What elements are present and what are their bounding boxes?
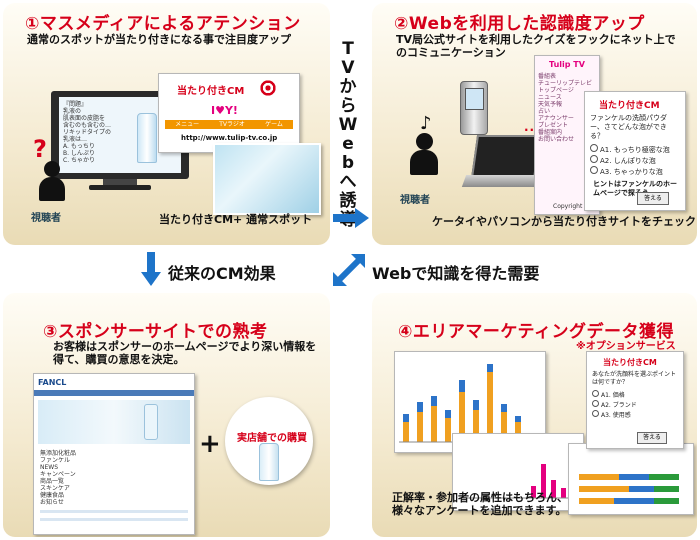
right-arrow-icon [333,208,369,228]
panel2-title: ②Webを利用した認識度アップ [394,14,645,34]
quiz-option-1[interactable]: A1. もっちり極密な泡 [590,144,685,155]
cm-card-title: 当たり付きCM [177,86,245,97]
panel4-subtitle: ※オプションサービス [576,341,676,352]
plus-sign: + [199,429,221,459]
quiz-card: 当たり付きCM ファンケルの洗顔パウダー、さてどんな泡ができる？ A1. もっち… [584,91,686,211]
person-silhouette-icon [39,161,65,201]
tv-quiz-text: 『問題』乳液の 肌表面の皮脂を含むのも含むの… リキッドタイプの乳液は… A. … [63,101,112,164]
report-line-chart [459,464,577,499]
quiz-title: 当たり付きCM [599,101,660,111]
quiz-options: A1. もっちり極密な泡 A2. しんぽりな泡 A3. ちゃっかりな泡 [590,144,685,177]
cm-photo [213,143,321,215]
person-silhouette-icon [410,133,438,175]
survey-option-3[interactable]: A3. 使用感 [592,410,683,420]
panel1-desc: 通常のスポットが当たり付きになる事で注目度アップ [27,33,291,46]
web-knowledge-demand-label: Webで知識を得た需要 [372,264,540,283]
survey-option-2[interactable]: A2. ブランド [592,400,683,410]
lotion-bottle-icon [144,404,158,440]
quiz-question: ファンケルの洗顔パウダー、さてどんな泡ができる？ [590,114,667,140]
music-note-icon: ♪ [420,113,432,134]
survey-question: あなたが洗顔料を選ぶポイントは何ですか？ [592,371,677,386]
panel-mass-media: ①マスメディアによるアテンション 通常のスポットが当たり付きになる事で注目度アッ… [3,3,330,245]
panel-web-recognition: ②Webを利用した認識度アップ TV局公式サイトを利用したクイズをフックにネット… [372,3,697,245]
target-icon [259,79,277,97]
mobile-site-lines: 番組表チューリップテレビ トップページニュース 天気予報占い アナウンサープレゼ… [538,73,593,143]
panel4-title: ④エリアマーケティングデータ獲得 [398,322,675,342]
quiz-answer-button[interactable]: 答える [637,192,669,205]
store-purchase-label: 実店舗での購買 [235,429,309,444]
mobile-phone-icon [460,81,488,135]
viewer1-label: 視聴者 [31,213,61,224]
panel3-title: ③スポンサーサイトでの熟考 [43,322,268,342]
panel1-title: ①マスメディアによるアテンション [25,14,301,34]
quiz-option-2[interactable]: A2. しんぽりな泡 [590,155,685,166]
lotion-bottle-icon [137,113,157,163]
survey-title: 当たり付きCM [603,358,657,367]
survey-option-1[interactable]: A1. 価格 [592,390,683,400]
quiz-hint: ヒントはファンケルのホームページで探そう [593,180,677,197]
mobile-site-footer: Copyright [553,203,583,210]
cm-card-logo: I♥Y! [211,104,238,117]
survey-answer-button[interactable]: 答える [637,432,667,444]
panel1-caption: 当たり付きCM+ 通常スポット [159,213,313,226]
panel-area-marketing: ④エリアマーケティングデータ獲得 ※オプションサービス [372,293,697,537]
lotion-bottle-icon [259,443,279,481]
report-sheet-2 [452,433,584,511]
down-arrow-icon [141,252,161,286]
traditional-cm-effect-label: 従来のCM効果 [168,264,276,283]
panel-sponsor-site: ③スポンサーサイトでの熟考 お客様はスポンサーのホームページでより深い情報を得て… [3,293,330,537]
survey-options: A1. 価格 A2. ブランド A3. 使用感 [592,390,683,420]
panel2-desc: TV局公式サイトを利用したクイズをフックにネット上でのコミュニケーション [396,33,676,59]
quiz-option-3[interactable]: A3. ちゃっかりな泡 [590,166,685,177]
survey-card: 当たり付きCM あなたが洗顔料を選ぶポイントは何ですか？ A1. 価格 A2. … [586,351,684,449]
sponsor-site-logo: FANCL [38,378,67,387]
panel2-caption: ケータイやパソコンから当たり付きサイトをチェック [432,215,696,228]
cm-card-url: http://www.tulip-tv.co.jp [181,134,278,142]
mobile-site-header: Tulip TV [549,60,585,69]
double-diagonal-arrow-icon [333,254,365,286]
question-mark-icon: ? [33,135,47,163]
panel4-caption: 正解率・参加者の属性はもちろん、様々なアンケートを追加できます。 [392,491,568,517]
viewer2-label: 視聴者 [400,195,430,206]
report-sheet-3 [568,443,694,515]
tv-to-web-label: TV から We bへ 誘導 [338,39,358,230]
panel3-desc: お客様はスポンサーのホームページでより深い情報を得て、購買の意思を決定。 [53,340,317,366]
report-stacked-bars [579,474,679,504]
